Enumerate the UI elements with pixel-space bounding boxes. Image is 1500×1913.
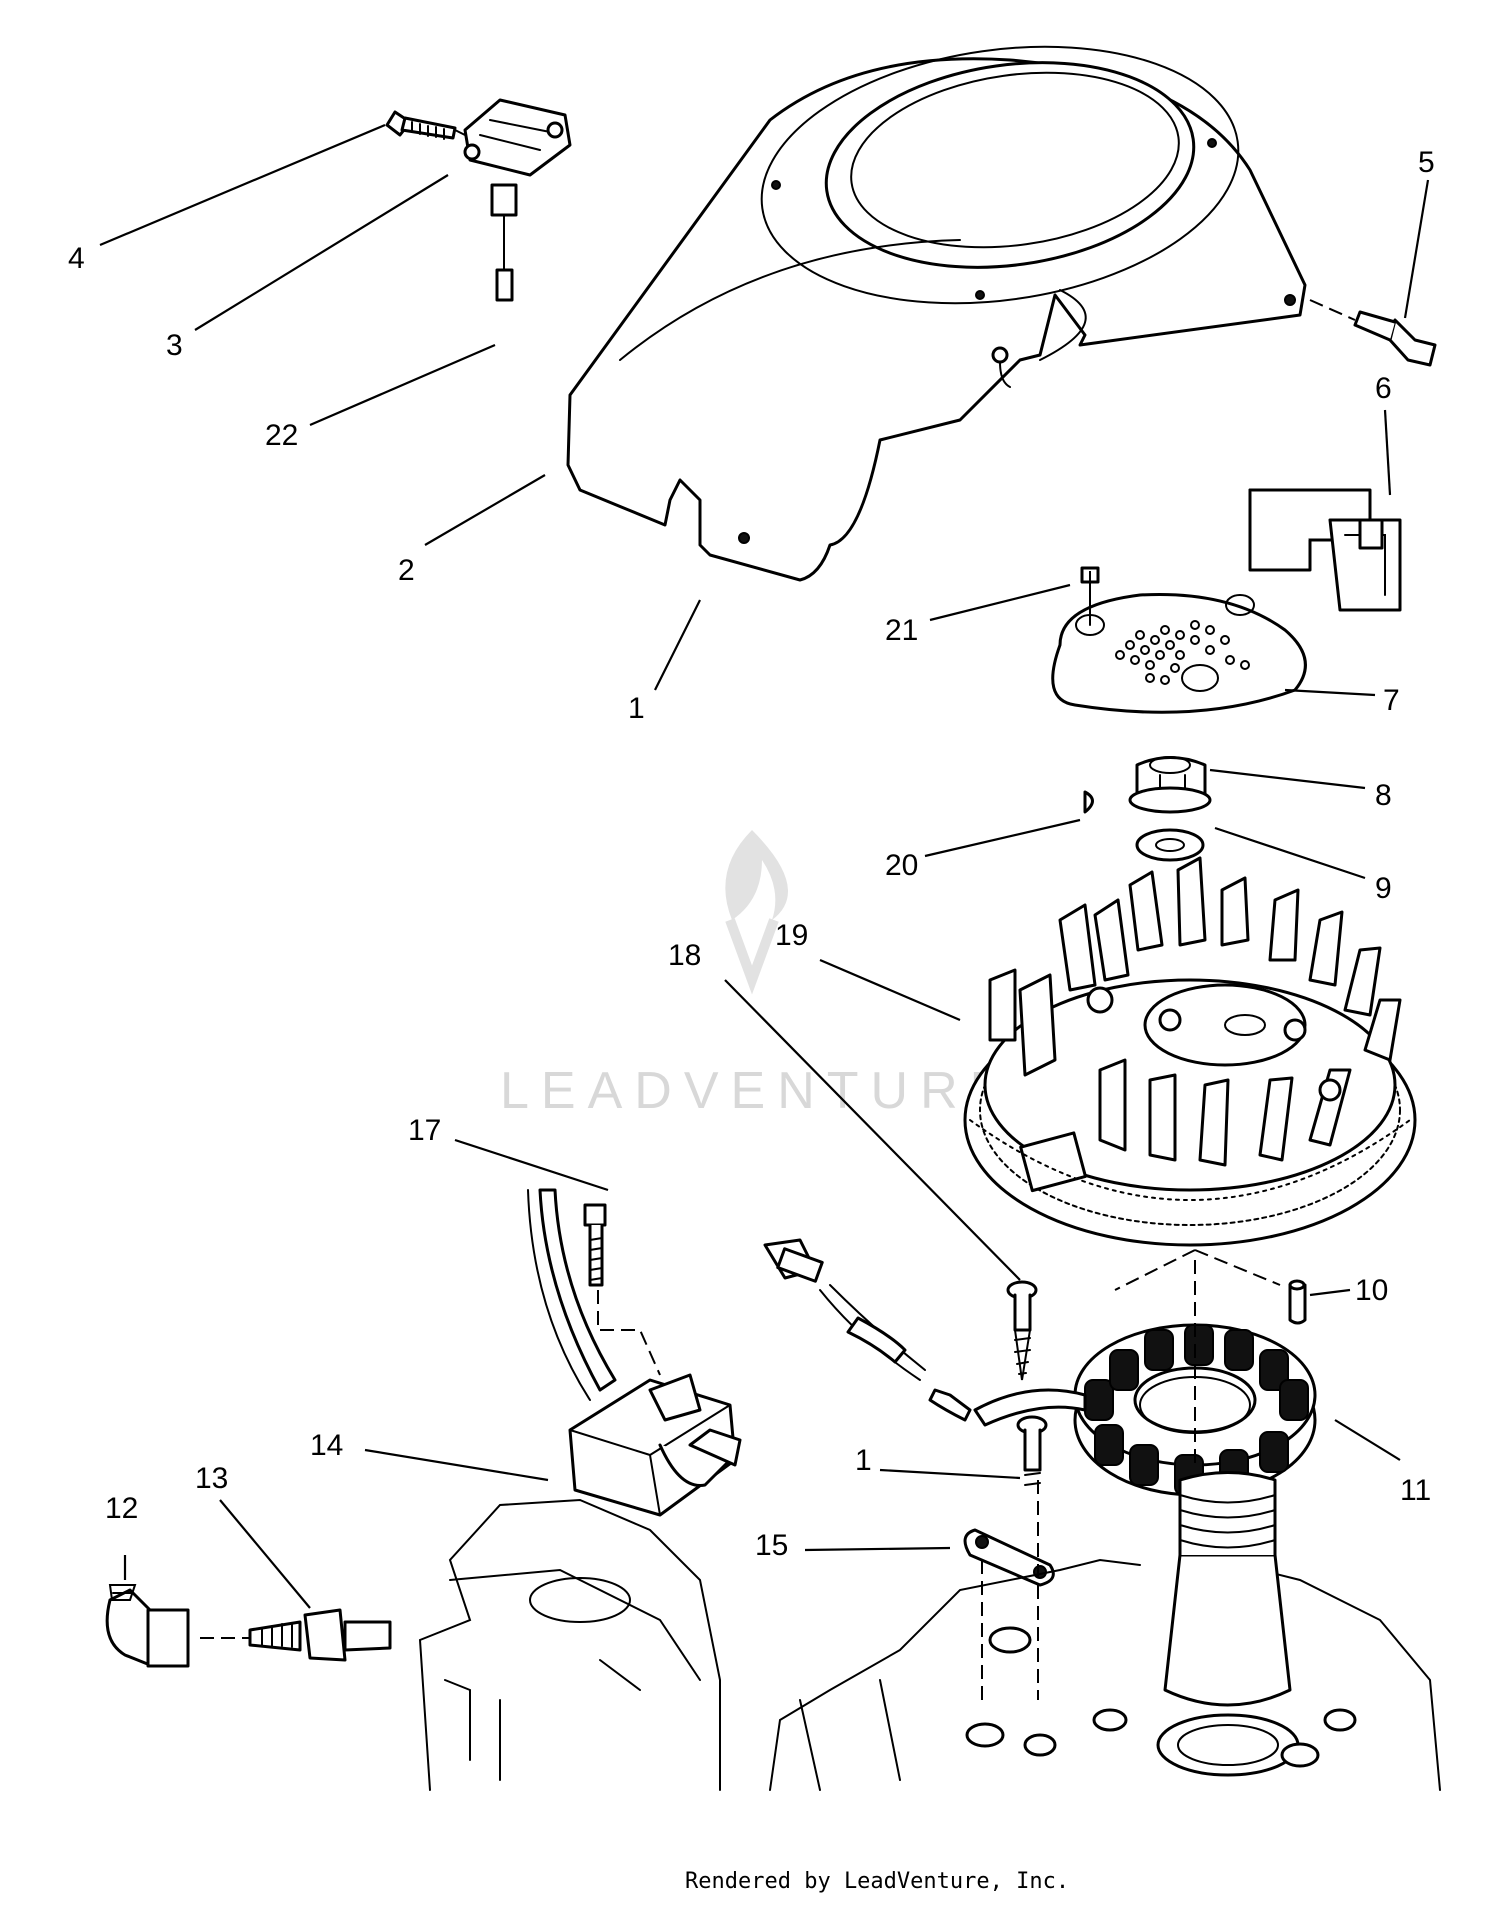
flywheel-19 (963, 856, 1417, 1247)
callout-20: 20 (885, 849, 918, 882)
screen-holes (1115, 620, 1250, 685)
crankshaft-threads (1179, 1494, 1276, 1549)
callout-5: 5 (1418, 146, 1435, 179)
callout-3: 3 (166, 329, 183, 362)
blower-housing (566, 45, 1307, 582)
callout-10: 10 (1355, 1274, 1388, 1307)
callout-11: 11 (1400, 1474, 1431, 1507)
callout-4: 4 (68, 242, 85, 275)
flywheel-nut-8 (1128, 756, 1212, 814)
callout-17: 17 (408, 1114, 441, 1147)
stator-windings (1084, 1324, 1309, 1496)
callout-12: 12 (105, 1492, 138, 1525)
callout-8: 8 (1375, 779, 1392, 812)
regulator-assembly (385, 98, 572, 302)
engine-block (418, 1249, 1441, 1791)
callout-18: 18 (668, 939, 701, 972)
credit-text: Rendered by LeadVenture, Inc. (685, 1869, 1069, 1894)
leader-lines (99, 123, 1430, 1609)
callout-2: 2 (398, 554, 415, 587)
callout-6: 6 (1375, 372, 1392, 405)
screw-18 (1006, 1280, 1038, 1381)
watermark: LEADVENTURE (500, 830, 1016, 1120)
pin-10 (1288, 1279, 1307, 1325)
callout-15: 15 (755, 1529, 788, 1562)
callout-7: 7 (1383, 684, 1400, 717)
callout-1-top: 1 (628, 692, 645, 725)
callout-13: 13 (195, 1462, 228, 1495)
spark-plug-13 (200, 1608, 392, 1662)
rotating-screen-7 (1051, 566, 1307, 714)
flywheel-fins (988, 856, 1402, 1167)
callout-1-bottom: 1 (855, 1444, 872, 1477)
key-20 (1083, 790, 1094, 814)
callout-22: 22 (265, 419, 298, 452)
bolt-5 (1353, 310, 1437, 367)
callout-labels: 4 3 22 2 1 5 6 7 8 9 20 21 19 18 17 14 1… (68, 146, 1435, 1562)
callout-9: 9 (1375, 872, 1392, 905)
callout-14: 14 (310, 1429, 343, 1462)
washer-9 (1135, 828, 1205, 862)
baffle-6 (1248, 488, 1402, 612)
callout-19: 19 (775, 919, 808, 952)
spark-plug-boot-12 (105, 1584, 190, 1668)
callout-21: 21 (885, 614, 918, 647)
assembly-lines (454, 129, 1356, 585)
bracket-15 (963, 1415, 1055, 1700)
ignition-module-14 (527, 1188, 742, 1517)
watermark-text: LEADVENTURE (500, 1062, 1016, 1120)
